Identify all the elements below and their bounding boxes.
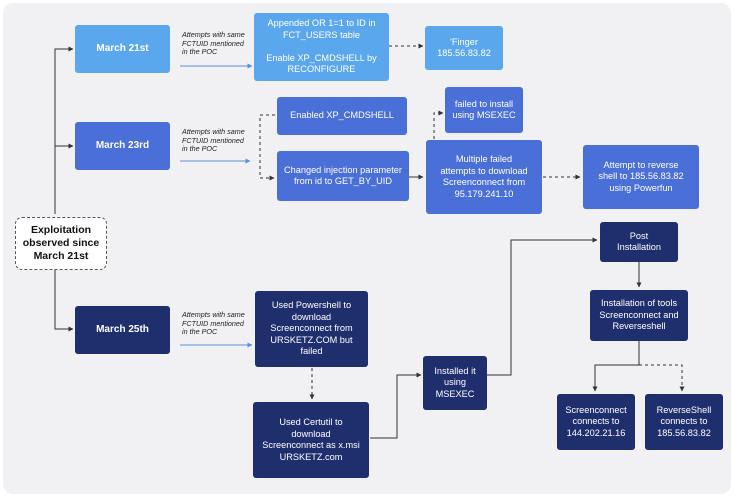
diagram-canvas: Exploitation observed since March 21st M… xyxy=(3,3,731,494)
arrow-multiple-to-failed xyxy=(433,110,444,139)
failed-to-install-box: failed to install using MSEXEC xyxy=(445,87,523,133)
exploitation-origin-box: Exploitation observed since March 21st xyxy=(15,217,107,270)
used-powershell-box: Used Powershell to download Screenconnec… xyxy=(255,291,368,367)
date-march-21st: March 21st xyxy=(75,25,170,73)
enabled-xp-cmdshell-box: Enabled XP_CMDSHELL xyxy=(277,97,407,135)
arrow-tools-to-screenconnect xyxy=(592,341,640,392)
multiple-failed-attempts-box: Multiple failed attempts to download Scr… xyxy=(426,140,542,214)
note-march-21st: Attempts with same FCTUID mentioned in t… xyxy=(182,30,245,57)
installation-of-tools-box: Installation of tools Screenconnect and … xyxy=(590,290,688,341)
finger-box: 'Finger 185.56.83.82 xyxy=(425,26,503,70)
used-certutil-box: Used Certutil to download Screenconnect … xyxy=(253,402,369,478)
date-march-25th: March 25th xyxy=(75,306,170,354)
date-march-23rd: March 23rd xyxy=(75,122,170,170)
arrow-installed-to-post xyxy=(487,237,598,376)
changed-injection-parameter-box: Changed injection parameter from id to G… xyxy=(277,151,409,201)
post-installation-box: Post Installation xyxy=(600,222,678,262)
installed-using-msexec-box: Installed it using MSEXEC xyxy=(423,356,487,410)
note-march-25th: Attempts with same FCTUID mentioned in t… xyxy=(182,310,245,337)
screenconnect-connects-box: Screenconnect connects to 144.202.21.16 xyxy=(557,394,635,450)
arrow-enabled-to-changed xyxy=(259,114,275,181)
reverseshell-connects-box: ReverseShell connects to 185.56.83.82 xyxy=(645,394,723,450)
arrow-certutil-to-installed xyxy=(370,372,422,439)
note-arrows xyxy=(180,63,253,348)
note-march-23rd: Attempts with same FCTUID mentioned in t… xyxy=(182,127,245,154)
appended-or-enable-box: Appended OR 1=1 to ID in FCT_USERS table… xyxy=(254,13,389,81)
arrow-tools-to-reverseshell xyxy=(639,364,685,392)
connector-lines xyxy=(54,43,685,439)
timeline-spine xyxy=(54,46,74,332)
reverse-shell-attempt-box: Attempt to reverse shell to 185.56.83.82… xyxy=(583,145,699,209)
